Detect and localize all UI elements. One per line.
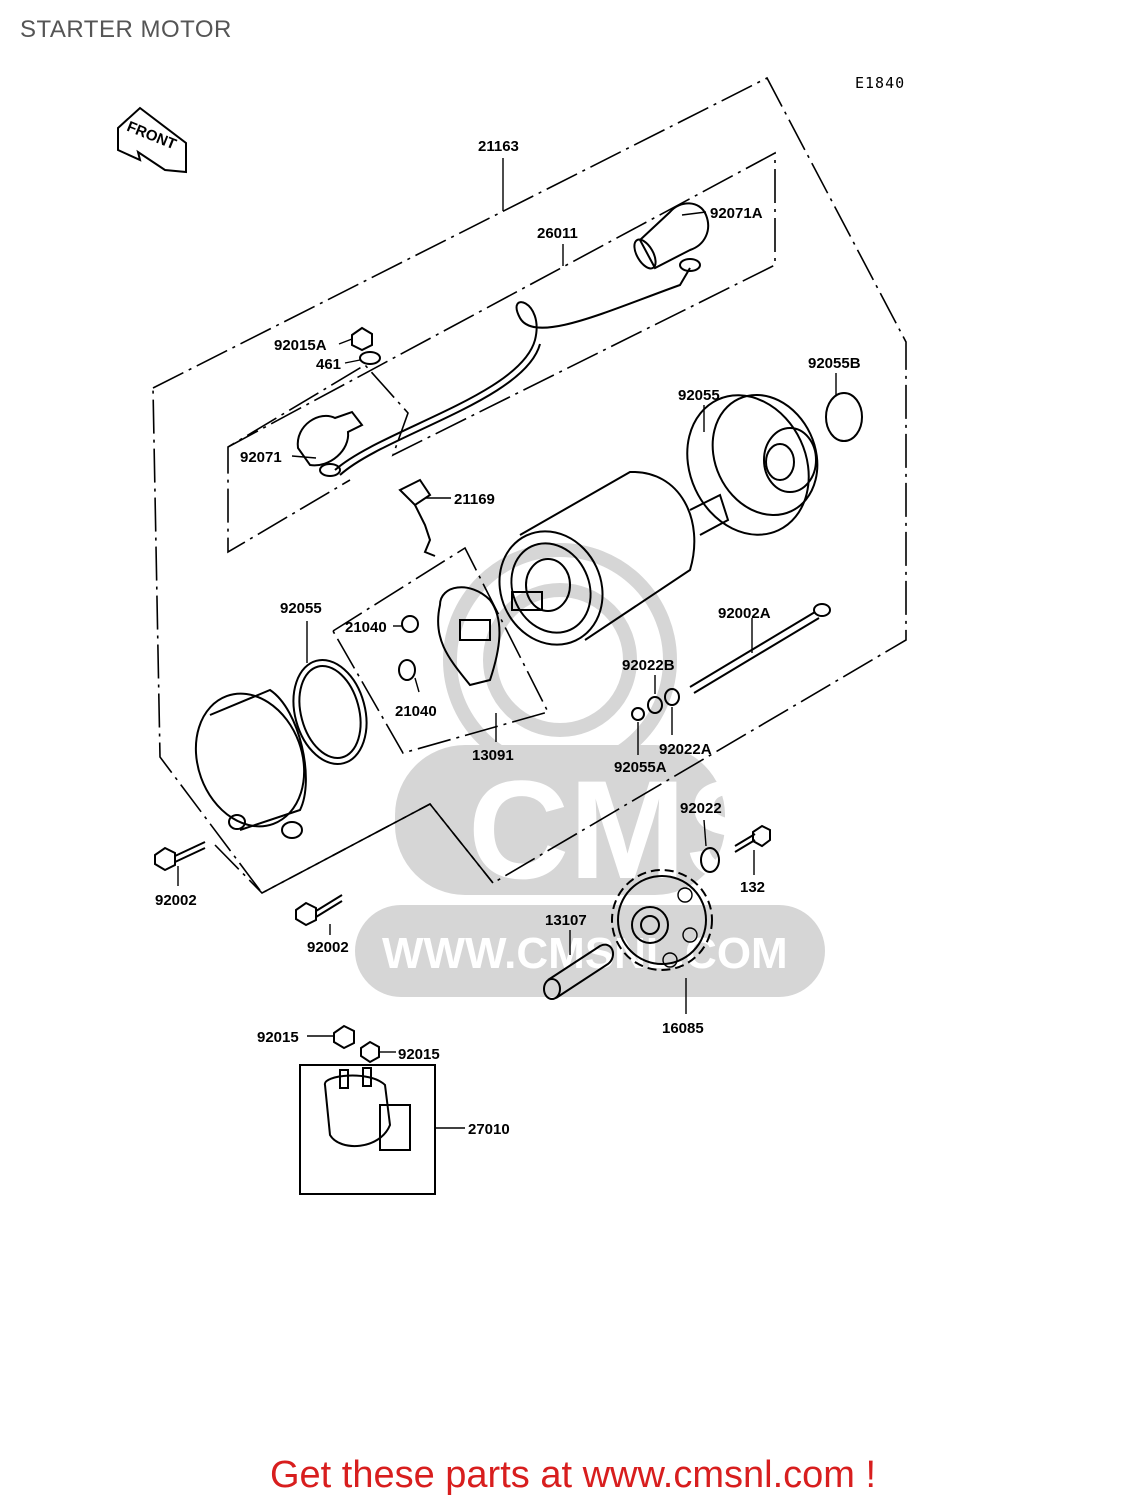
- part-label: 92015: [398, 1046, 440, 1063]
- bolt-132-icon: [734, 824, 771, 853]
- gear-16085-icon: [611, 869, 713, 971]
- part-label: 21040: [395, 703, 437, 720]
- part-label: 92022A: [659, 741, 712, 758]
- part-label: 92022: [680, 800, 722, 817]
- part-label: 92002A: [718, 605, 771, 622]
- front-arrow-icon: FRONT: [117, 106, 187, 174]
- watermark: CMS WWW.CMSNL.COM: [355, 543, 825, 997]
- washer-92022-icon: [700, 847, 720, 873]
- page-title: STARTER MOTOR: [20, 16, 232, 43]
- wire-harness: [319, 258, 701, 477]
- part-label: 21163: [478, 138, 519, 155]
- washer-92022A-icon: [664, 688, 680, 706]
- o-ring-92055B-icon: [825, 392, 863, 442]
- part-label: 92071A: [710, 205, 763, 222]
- watermark-url: WWW.CMSNL.COM: [382, 929, 788, 978]
- exploded-parts-diagram: CMS WWW.CMSNL.COM FRONT E1840: [117, 74, 907, 1195]
- part-label: 21169: [454, 491, 495, 508]
- footer-banner[interactable]: Get these parts at www.cmsnl.com !: [269, 1454, 877, 1496]
- bolt-92002-left-icon: [154, 841, 206, 872]
- part-label: 132: [740, 879, 765, 896]
- brush-holder-outline: [331, 546, 550, 754]
- part-label: 26011: [537, 225, 578, 242]
- part-label: 92055: [280, 600, 322, 617]
- part-label: 16085: [662, 1020, 704, 1037]
- cap-92071A-icon: [633, 202, 710, 270]
- part-label: 27010: [468, 1121, 510, 1138]
- harness-outline: [227, 151, 776, 554]
- o-ring-92055-icon: [292, 659, 368, 765]
- part-label: 21040: [345, 619, 387, 636]
- part-label: 92002: [307, 939, 349, 956]
- diagram-code: E1840: [855, 74, 905, 92]
- part-label: 92071: [240, 449, 282, 466]
- part-label: 92055A: [614, 759, 667, 776]
- leader-lines: [177, 158, 837, 1129]
- front-end-cover: [194, 659, 368, 839]
- part-label: 92022B: [622, 657, 675, 674]
- washer-92022B-icon: [647, 696, 663, 714]
- part-label: 92002: [155, 892, 197, 909]
- assembly-outline: [152, 76, 907, 895]
- starter-relay: [299, 1024, 436, 1195]
- part-label: 461: [316, 356, 341, 373]
- starter-motor-body: [498, 470, 730, 646]
- part-label: 92055B: [808, 355, 861, 372]
- cap-92071-icon: [296, 410, 364, 467]
- rear-end-cover: [686, 392, 863, 536]
- front-label: FRONT: [124, 118, 178, 153]
- part-label: 92055: [678, 387, 720, 404]
- part-label: 92015: [257, 1029, 299, 1046]
- part-label: 13091: [472, 747, 514, 764]
- washer-461-icon: [359, 351, 381, 365]
- terminal-21169-icon: [398, 478, 436, 557]
- nut-92015A-icon: [351, 326, 373, 352]
- part-labels: 21163 26011 92071A 92015A 461 92071 2116…: [155, 138, 861, 1138]
- brush-plate: [398, 586, 501, 687]
- washer-92055A-icon: [631, 707, 645, 721]
- bolt-92002-bottom-icon: [295, 894, 343, 927]
- watermark-brand: CMS: [468, 751, 779, 908]
- relay-box: [299, 1064, 436, 1195]
- part-label: 92015A: [274, 337, 327, 354]
- shaft-13107-icon: [543, 943, 615, 1000]
- part-label: 13107: [545, 912, 587, 929]
